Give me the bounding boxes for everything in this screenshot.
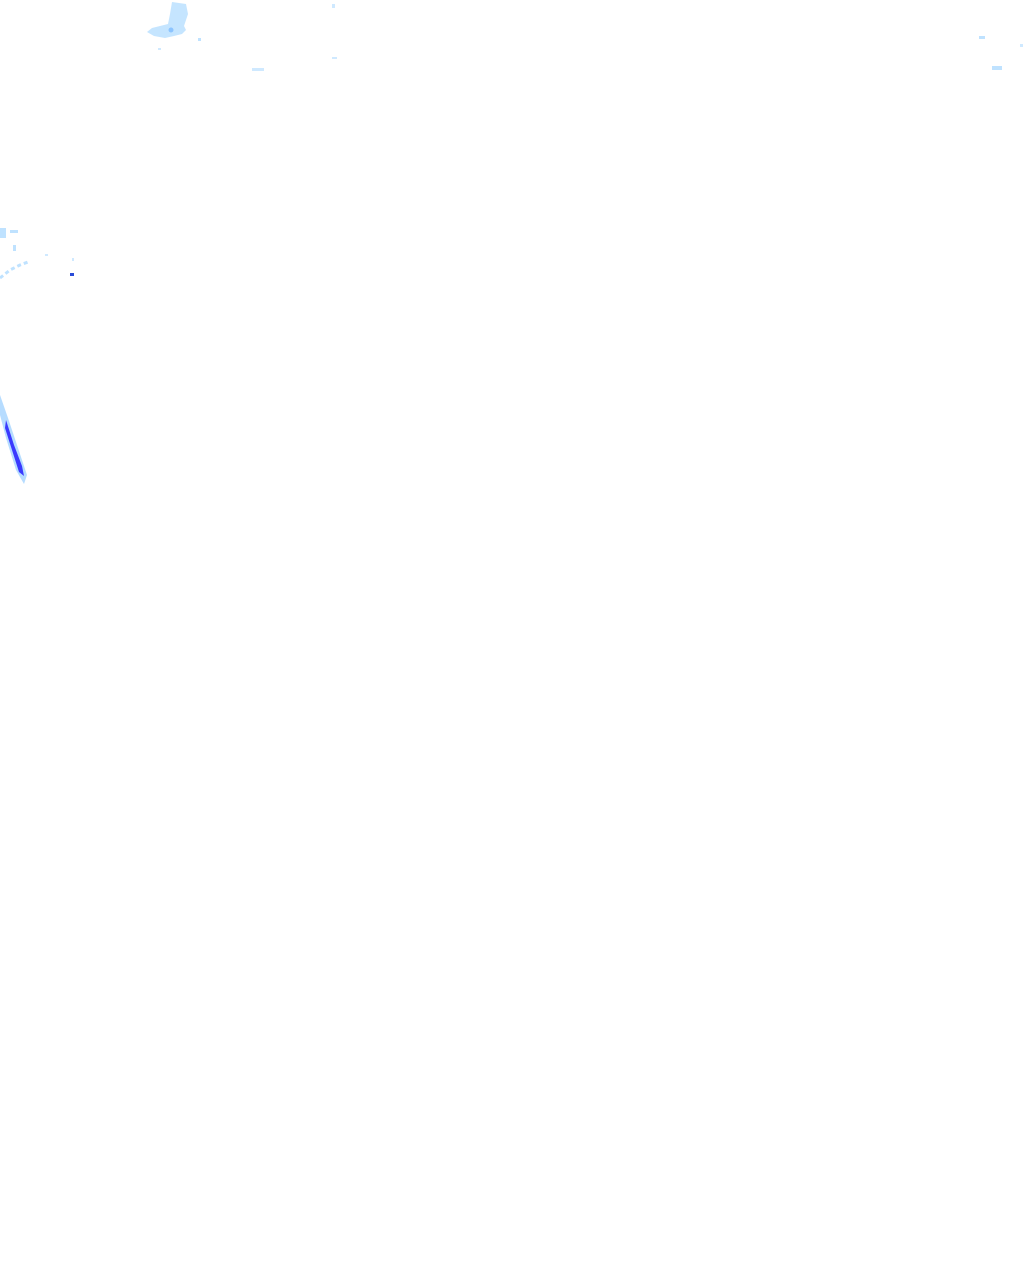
precip-speck [45, 254, 48, 256]
precip-core [168, 27, 174, 33]
precip-speck [1020, 44, 1023, 47]
precip-speck [992, 66, 1002, 70]
precip-streak-core [5, 420, 24, 476]
precip-speck [979, 36, 985, 39]
precip-cell [147, 2, 188, 38]
precip-speck [332, 57, 337, 59]
precip-streak-outer [0, 395, 27, 484]
precip-speck [70, 273, 74, 276]
precip-streak-left [0, 395, 27, 484]
precip-speck [198, 38, 201, 41]
precip-speck [252, 68, 264, 71]
precip-speck [10, 230, 18, 233]
precip-speck [332, 4, 335, 8]
precip-speck [13, 245, 16, 251]
precip-band [0, 260, 29, 280]
precip-cell-left [0, 228, 74, 280]
precip-cell-top-right [979, 36, 1023, 70]
precip-speck [72, 258, 74, 261]
precip-cell-top-center [147, 2, 337, 71]
precip-speck [158, 48, 161, 50]
precip-speck [0, 228, 6, 238]
